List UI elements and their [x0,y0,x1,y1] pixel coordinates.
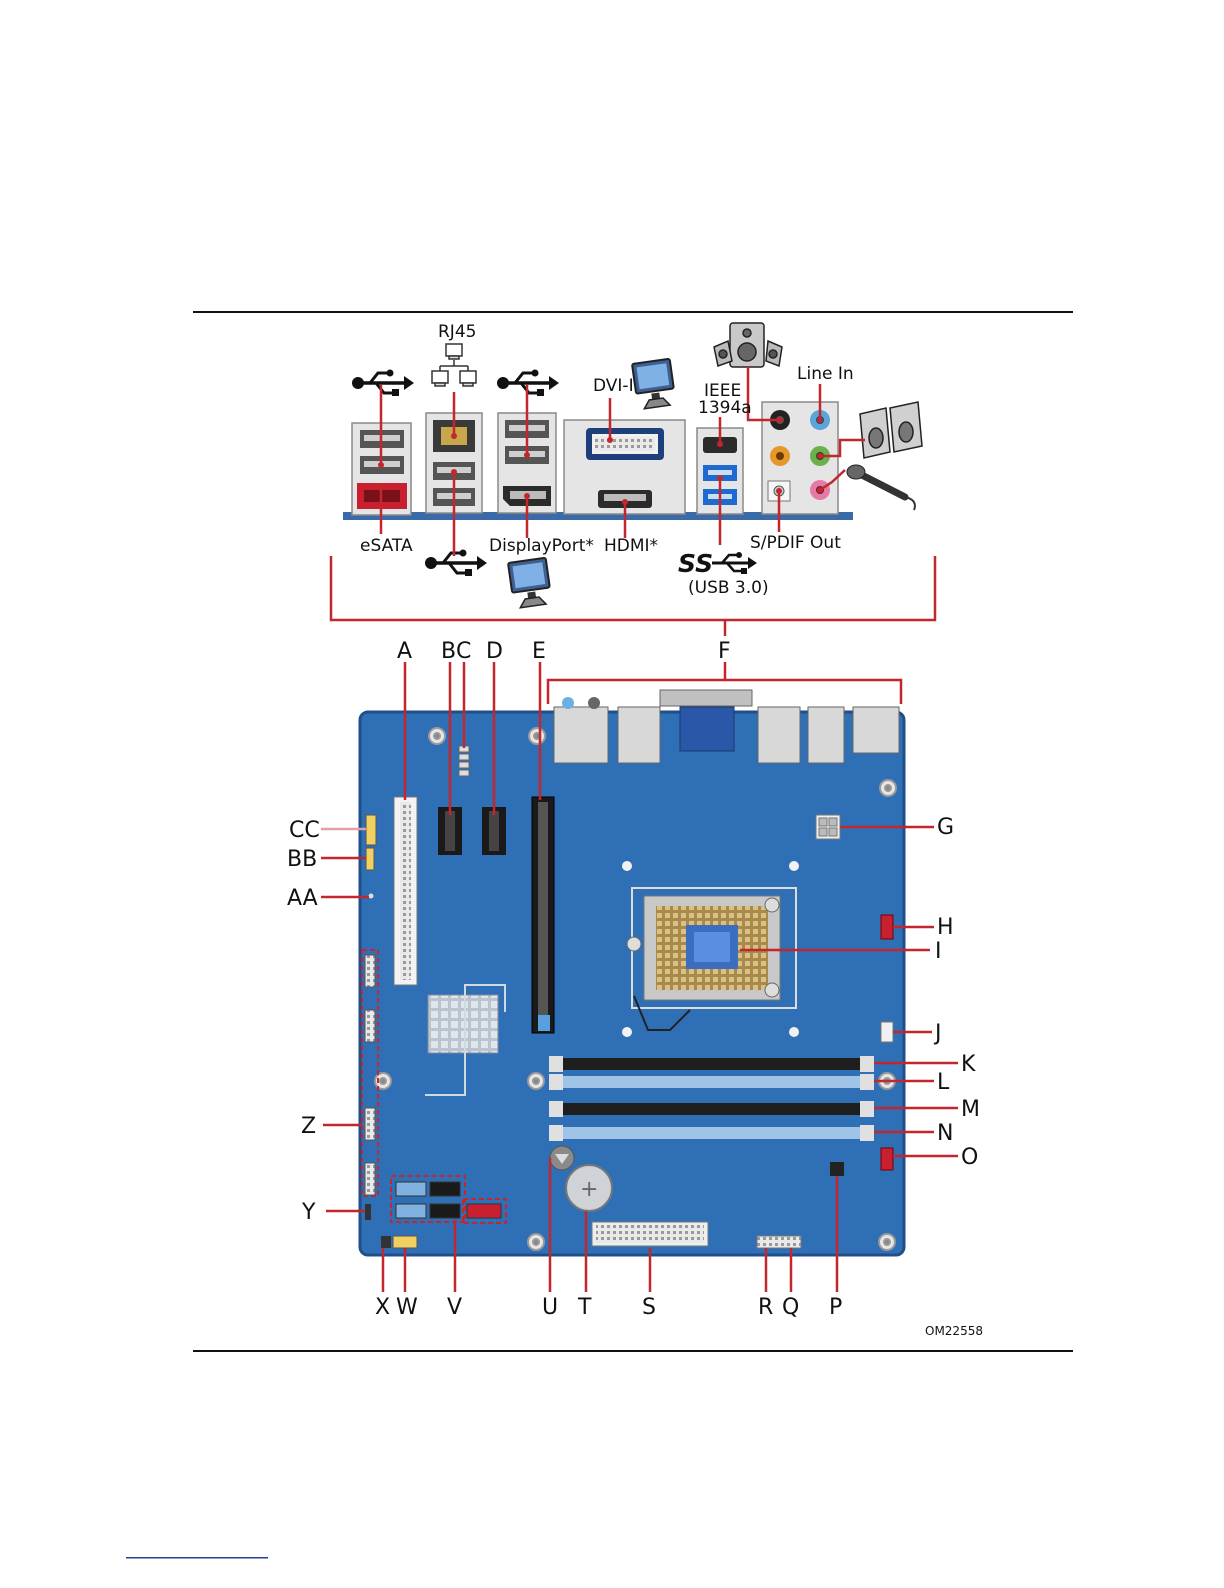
rj45-label: RJ45 [438,322,476,342]
callout-s: S [642,1295,656,1320]
battery-plus-icon: + [580,1177,598,1202]
callout-bb: BB [287,847,317,872]
callout-cc: CC [289,818,320,843]
callout-p: P [829,1295,842,1320]
dimm-slot-n [549,1125,874,1141]
callout-o: O [961,1145,978,1170]
usb3-label: (USB 3.0) [688,578,769,598]
motherboard: + [360,690,904,1255]
callout-g: G [937,815,954,840]
callout-aa: AA [287,886,318,911]
fan-header-j [881,1022,893,1042]
monitor-icon [508,558,552,609]
stereo-speakers-icon [860,402,922,458]
surround-speakers-icon [714,323,782,367]
usb-icon [352,370,414,397]
ieee-number-label: 1394a [698,398,752,418]
dimm-slot-l [549,1074,874,1090]
spdif-label: S/PDIF Out [750,533,841,553]
usb-icon [425,550,487,577]
dvi-label: DVI-I [593,376,634,396]
fan-header-h [881,915,893,939]
superspeed-usb-icon [712,552,757,574]
monitor-icon [632,359,676,410]
callout-a: A [397,639,412,664]
callout-q: Q [782,1295,799,1320]
cpu-socket [627,888,796,1030]
line-in-label: Line In [797,364,854,384]
fan-header-o [881,1148,893,1170]
callout-r: R [758,1295,773,1320]
header-cc [366,815,376,845]
callout-j: J [933,1021,942,1046]
callout-h: H [937,915,954,940]
callout-l: L [937,1070,950,1095]
pcie-x16-slot-pins [538,802,548,1028]
main-power-pins [596,1225,704,1243]
chipset-heatsink [428,995,498,1053]
f-bracket [331,556,935,620]
front-panel-header [757,1236,801,1248]
callout-x: X [375,1295,390,1320]
callout-k: K [961,1052,976,1077]
esata-label: eSATA [360,536,413,556]
atx12v-connector [816,815,840,839]
microphone-icon [847,465,915,510]
callout-m: M [961,1097,980,1122]
pci-slot-pins [400,802,411,980]
callout-t: T [577,1295,592,1320]
figure-id: OM22558 [925,1324,983,1338]
header-aa [369,894,374,899]
callout-n: N [937,1121,953,1146]
header-y [365,1204,371,1220]
bottom-rule [193,1350,1073,1352]
superspeed-logo-text: SS [678,549,713,578]
pcie-x16-latch [538,1015,550,1031]
top-rule [193,311,1073,313]
displayport-label: DisplayPort* [489,536,594,556]
callout-f: F [718,639,731,664]
callout-i: I [935,939,942,964]
dimm-slot-m [549,1101,874,1117]
back-panel: RJ45 DVI-I IEEE 1394a Line In eSATA Disp… [331,322,935,636]
header-w [393,1236,417,1248]
callout-y: Y [301,1200,316,1225]
callout-d: D [486,639,503,664]
callout-w: W [396,1295,418,1320]
callout-v: V [447,1295,462,1320]
header-x [381,1236,391,1248]
callout-b: B [441,639,456,664]
callout-z: Z [301,1114,316,1139]
header-bb [366,848,374,870]
callout-u: U [542,1295,558,1320]
callout-e: E [532,639,546,664]
network-icon [432,344,476,386]
dimm-slot-k [549,1056,874,1072]
callout-c: C [456,639,471,664]
hdmi-label: HDMI* [604,536,658,556]
footnote-rule [126,1557,268,1559]
chassis-intrusion-header [830,1162,844,1176]
